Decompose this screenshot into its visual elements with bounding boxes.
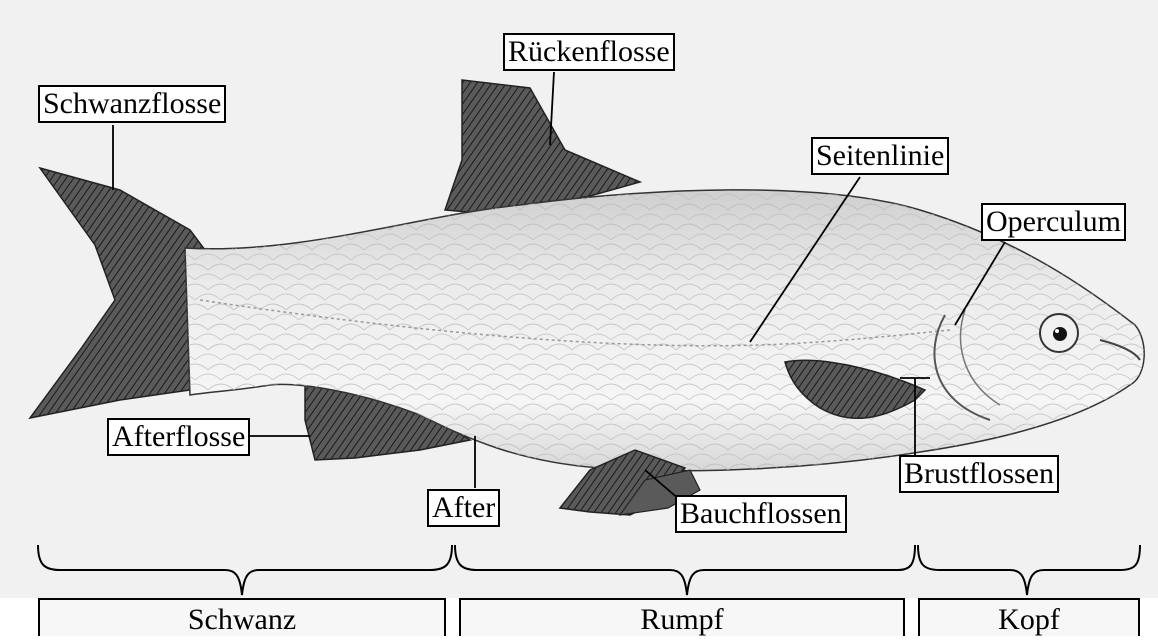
label-brustflossen: Brustflossen [899, 455, 1059, 493]
label-seitenlinie: Seitenlinie [811, 137, 949, 175]
label-bauchflossen: Bauchflossen [675, 495, 847, 533]
label-schwanzflosse: Schwanzflosse [38, 85, 226, 123]
label-operculum: Operculum [981, 203, 1126, 241]
label-after: After [427, 489, 500, 527]
eye-highlight [1055, 329, 1059, 333]
label-afterflosse: Afterflosse [107, 418, 250, 456]
region-schwanz: Schwanz [38, 598, 446, 636]
region-kopf: Kopf [918, 598, 1140, 636]
region-rumpf: Rumpf [459, 598, 905, 636]
eye-pupil [1053, 327, 1067, 341]
label-rueckenflosse: Rückenflosse [503, 33, 675, 71]
